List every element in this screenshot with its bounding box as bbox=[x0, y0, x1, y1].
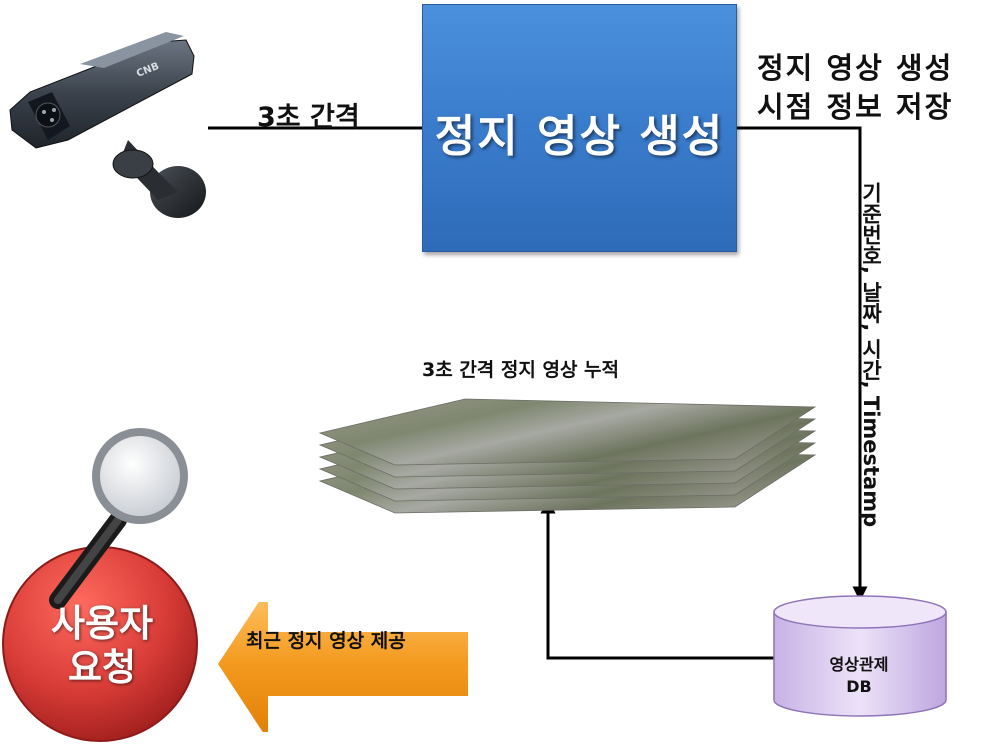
user-request-button[interactable] bbox=[0, 420, 230, 746]
database-cylinder-icon bbox=[773, 595, 947, 717]
provide-recent-image-label: 최근 정지 영상 제공 bbox=[246, 630, 406, 652]
cctv-camera-icon: CNB bbox=[9, 32, 206, 218]
magnifier-icon bbox=[49, 428, 188, 609]
capture-interval-label: 3초 간격 bbox=[257, 102, 360, 133]
database-label: 영상관제 DB bbox=[775, 654, 943, 698]
user-request-label[interactable]: 사용자 요청 bbox=[12, 602, 192, 690]
still-image-generator-box bbox=[422, 4, 737, 252]
database-label-line2: DB bbox=[846, 677, 872, 696]
storage-note-line1: 정지 영상 생성 bbox=[757, 51, 954, 85]
user-request-line2: 요청 bbox=[67, 646, 137, 689]
db-to-stack-arrow bbox=[540, 498, 775, 660]
generator-to-db-arrow bbox=[735, 126, 868, 602]
still-image-generator-label: 정지 영상 생성 bbox=[434, 111, 725, 162]
still-image-layer bbox=[318, 398, 817, 466]
provide-arrow bbox=[218, 602, 468, 732]
storage-note-line2: 시점 정보 저장 bbox=[757, 90, 954, 124]
database-label-line1: 영상관제 bbox=[829, 655, 889, 674]
user-request-line1: 사용자 bbox=[50, 602, 154, 645]
image-stack-label: 3초 간격 정지 영상 누적 bbox=[422, 359, 619, 381]
image-stack bbox=[318, 398, 817, 514]
metadata-fields-label: 기준번호, 날짜, 시간, Timestamp bbox=[859, 182, 883, 528]
